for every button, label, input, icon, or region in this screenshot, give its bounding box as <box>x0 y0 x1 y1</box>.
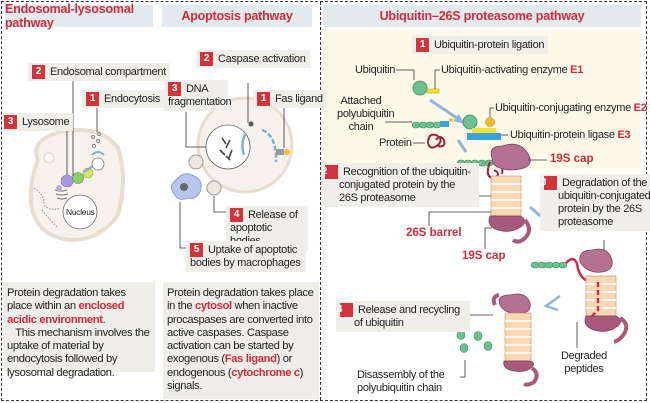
nucleus-label: Nucleus <box>66 207 95 217</box>
protein-label: Protein <box>379 137 412 149</box>
step-label: Recognition of the ubiquitin-conjugated … <box>339 165 471 204</box>
step-lysosome: 3 Lysosome <box>3 113 74 131</box>
step-endocytosis: 1 Endocytosis <box>82 90 165 108</box>
step-label: Endocytosis <box>104 92 161 105</box>
endocytic-vesicle <box>91 157 105 171</box>
nucleus <box>62 194 98 230</box>
highlight-enclosed-acidic: enclosed acidic environment <box>7 300 125 326</box>
polyubiquitin-chain <box>411 121 442 129</box>
step-number: 3 <box>168 82 181 96</box>
step-number: 4 <box>230 208 243 222</box>
endosomal-title: Endosomal-lysosomal pathway <box>5 2 134 30</box>
19s-cap-bottom-label: 19S cap <box>462 250 506 262</box>
endosomal-header: Endosomal-lysosomal pathway <box>5 2 153 30</box>
protein-icon <box>427 133 446 149</box>
e2-enzyme <box>485 117 495 127</box>
lysosome-vesicle <box>60 174 74 188</box>
step-number: 5 <box>190 243 203 257</box>
e1-label: Ubiquitin-activating enzyme E1 <box>441 64 584 76</box>
step-number: 1 <box>416 38 429 52</box>
disassembly-label: Disassembly of the polyubiquitin chain <box>357 369 445 394</box>
ubiquitin-header: Ubiquitin–26S proteasome pathway <box>323 5 641 27</box>
ubiquitin-ligation-drawing <box>385 69 508 153</box>
highlight-fas-ligand: Fas ligand <box>224 353 277 366</box>
ubiquitin-title: Ubiquitin–26S proteasome pathway <box>379 9 585 23</box>
polyubiquitin-label: Attached polyubiquitin chain <box>337 95 395 133</box>
ubiquitin-molecule <box>412 80 428 96</box>
column-divider <box>320 2 321 400</box>
step-label: DNA fragmentation <box>168 82 232 108</box>
proteasome-2 <box>530 240 629 348</box>
proteasome-3 <box>450 293 539 387</box>
step-number: 2 <box>200 52 213 66</box>
step-fas-ligand: 1 Fas ligand <box>253 90 327 108</box>
highlight-cytochrome-c: cytochrome c <box>231 366 300 379</box>
step-number: 3 <box>541 176 557 190</box>
apoptotic-body <box>206 180 222 196</box>
step-number: 1 <box>86 92 99 106</box>
26s-barrel-label: 26S barrel <box>406 227 462 239</box>
apoptosis-header: Apoptosis pathway <box>162 5 312 27</box>
step-label: Release and recycling of ubiquitin <box>354 303 460 329</box>
ubiquitin-label: Ubiquitin <box>355 64 396 76</box>
e3-ligase <box>467 133 501 140</box>
step-endosomal-compartment: 2 Endosomal compartment <box>28 63 170 81</box>
apoptotic-cell <box>171 83 294 249</box>
arrow-icon <box>429 98 461 122</box>
highlight-cytosol: cytosol <box>195 300 232 313</box>
step-ubiquitin-ligation: 1 Ubiquitin-protein ligation <box>412 36 549 54</box>
19s-cap-top-label: 19S cap <box>550 153 594 165</box>
apoptosis-title: Apoptosis pathway <box>181 9 293 23</box>
degraded-peptides-label: Degraded peptides <box>561 350 607 375</box>
degraded-peptides-icon <box>585 282 600 323</box>
step-label: Fas ligand <box>275 92 323 105</box>
step-caspase-activation: 2 Caspase activation <box>196 50 310 68</box>
step-label: Ubiquitin-protein ligation <box>434 38 545 51</box>
step-number: 4 <box>337 303 353 317</box>
step-number: 3 <box>4 115 17 129</box>
step-label: Degradation of the ubiquitin-conjugated … <box>558 176 650 228</box>
e2-label: Ubiquitin-conjugating enzyme E2 <box>495 102 647 114</box>
endosomal-description: Protein degradation takes place within a… <box>3 282 155 379</box>
step-label: Uptake of apoptotic bodies by macrophage… <box>190 243 301 269</box>
step-label: Endosomal compartment <box>50 65 166 78</box>
step-number: 2 <box>322 165 338 179</box>
step-label: Caspase activation <box>218 52 306 65</box>
apoptosis-description: Protein degradation takes place in the c… <box>163 282 319 399</box>
step-label: Lysosome <box>22 115 70 128</box>
step-number: 2 <box>32 65 45 79</box>
e3-label: Ubiquitin-protein ligase E3 <box>510 129 631 141</box>
free-ubiquitin <box>456 330 493 353</box>
step-number: 1 <box>257 92 270 106</box>
